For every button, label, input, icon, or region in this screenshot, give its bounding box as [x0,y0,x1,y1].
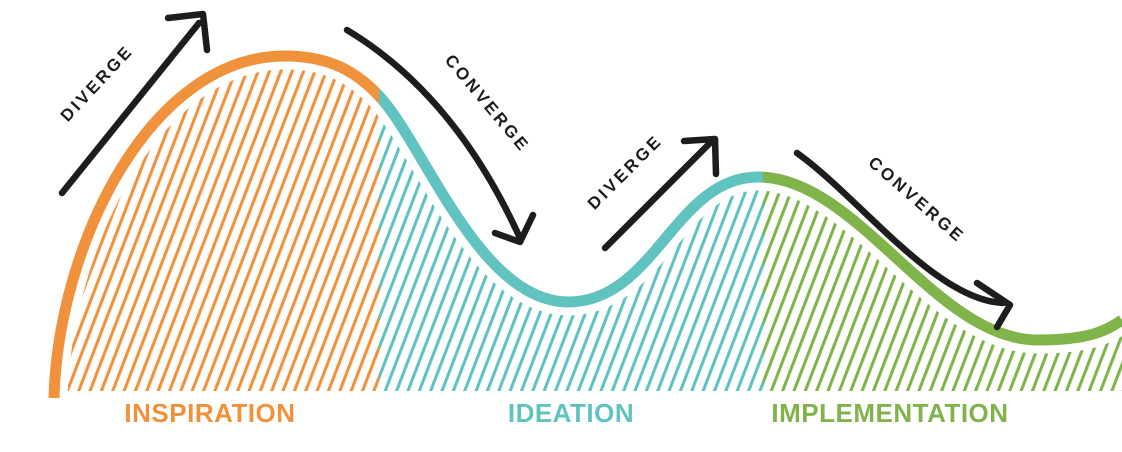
diverge-arrow-1-head [164,10,211,54]
diverge-arrow-1 [58,10,211,197]
converge-arrow-2-head [973,279,1014,331]
converge-arrow-1-shaft [343,26,524,242]
ideation-label: IDEATION [508,398,634,428]
converge-label-1: CONVERGE [441,51,534,156]
converge-arrow-2-shaft [793,149,1007,307]
diverge-arrow-2 [601,135,720,252]
converge-arrow-1-head [491,211,537,246]
diverge-arrow-2-shaft [601,138,715,252]
flow-arrows [58,10,1014,331]
converge-arrow-2 [793,149,1014,331]
diverge-arrow-2-head [680,135,720,178]
converge-arrow-1 [343,26,537,246]
implementation-label: IMPLEMENTATION [771,398,1008,428]
phase-labels: INSPIRATION IDEATION IMPLEMENTATION [124,398,1008,428]
diverge-arrow-1-shaft [58,19,203,197]
inspiration-label: INSPIRATION [124,398,295,428]
